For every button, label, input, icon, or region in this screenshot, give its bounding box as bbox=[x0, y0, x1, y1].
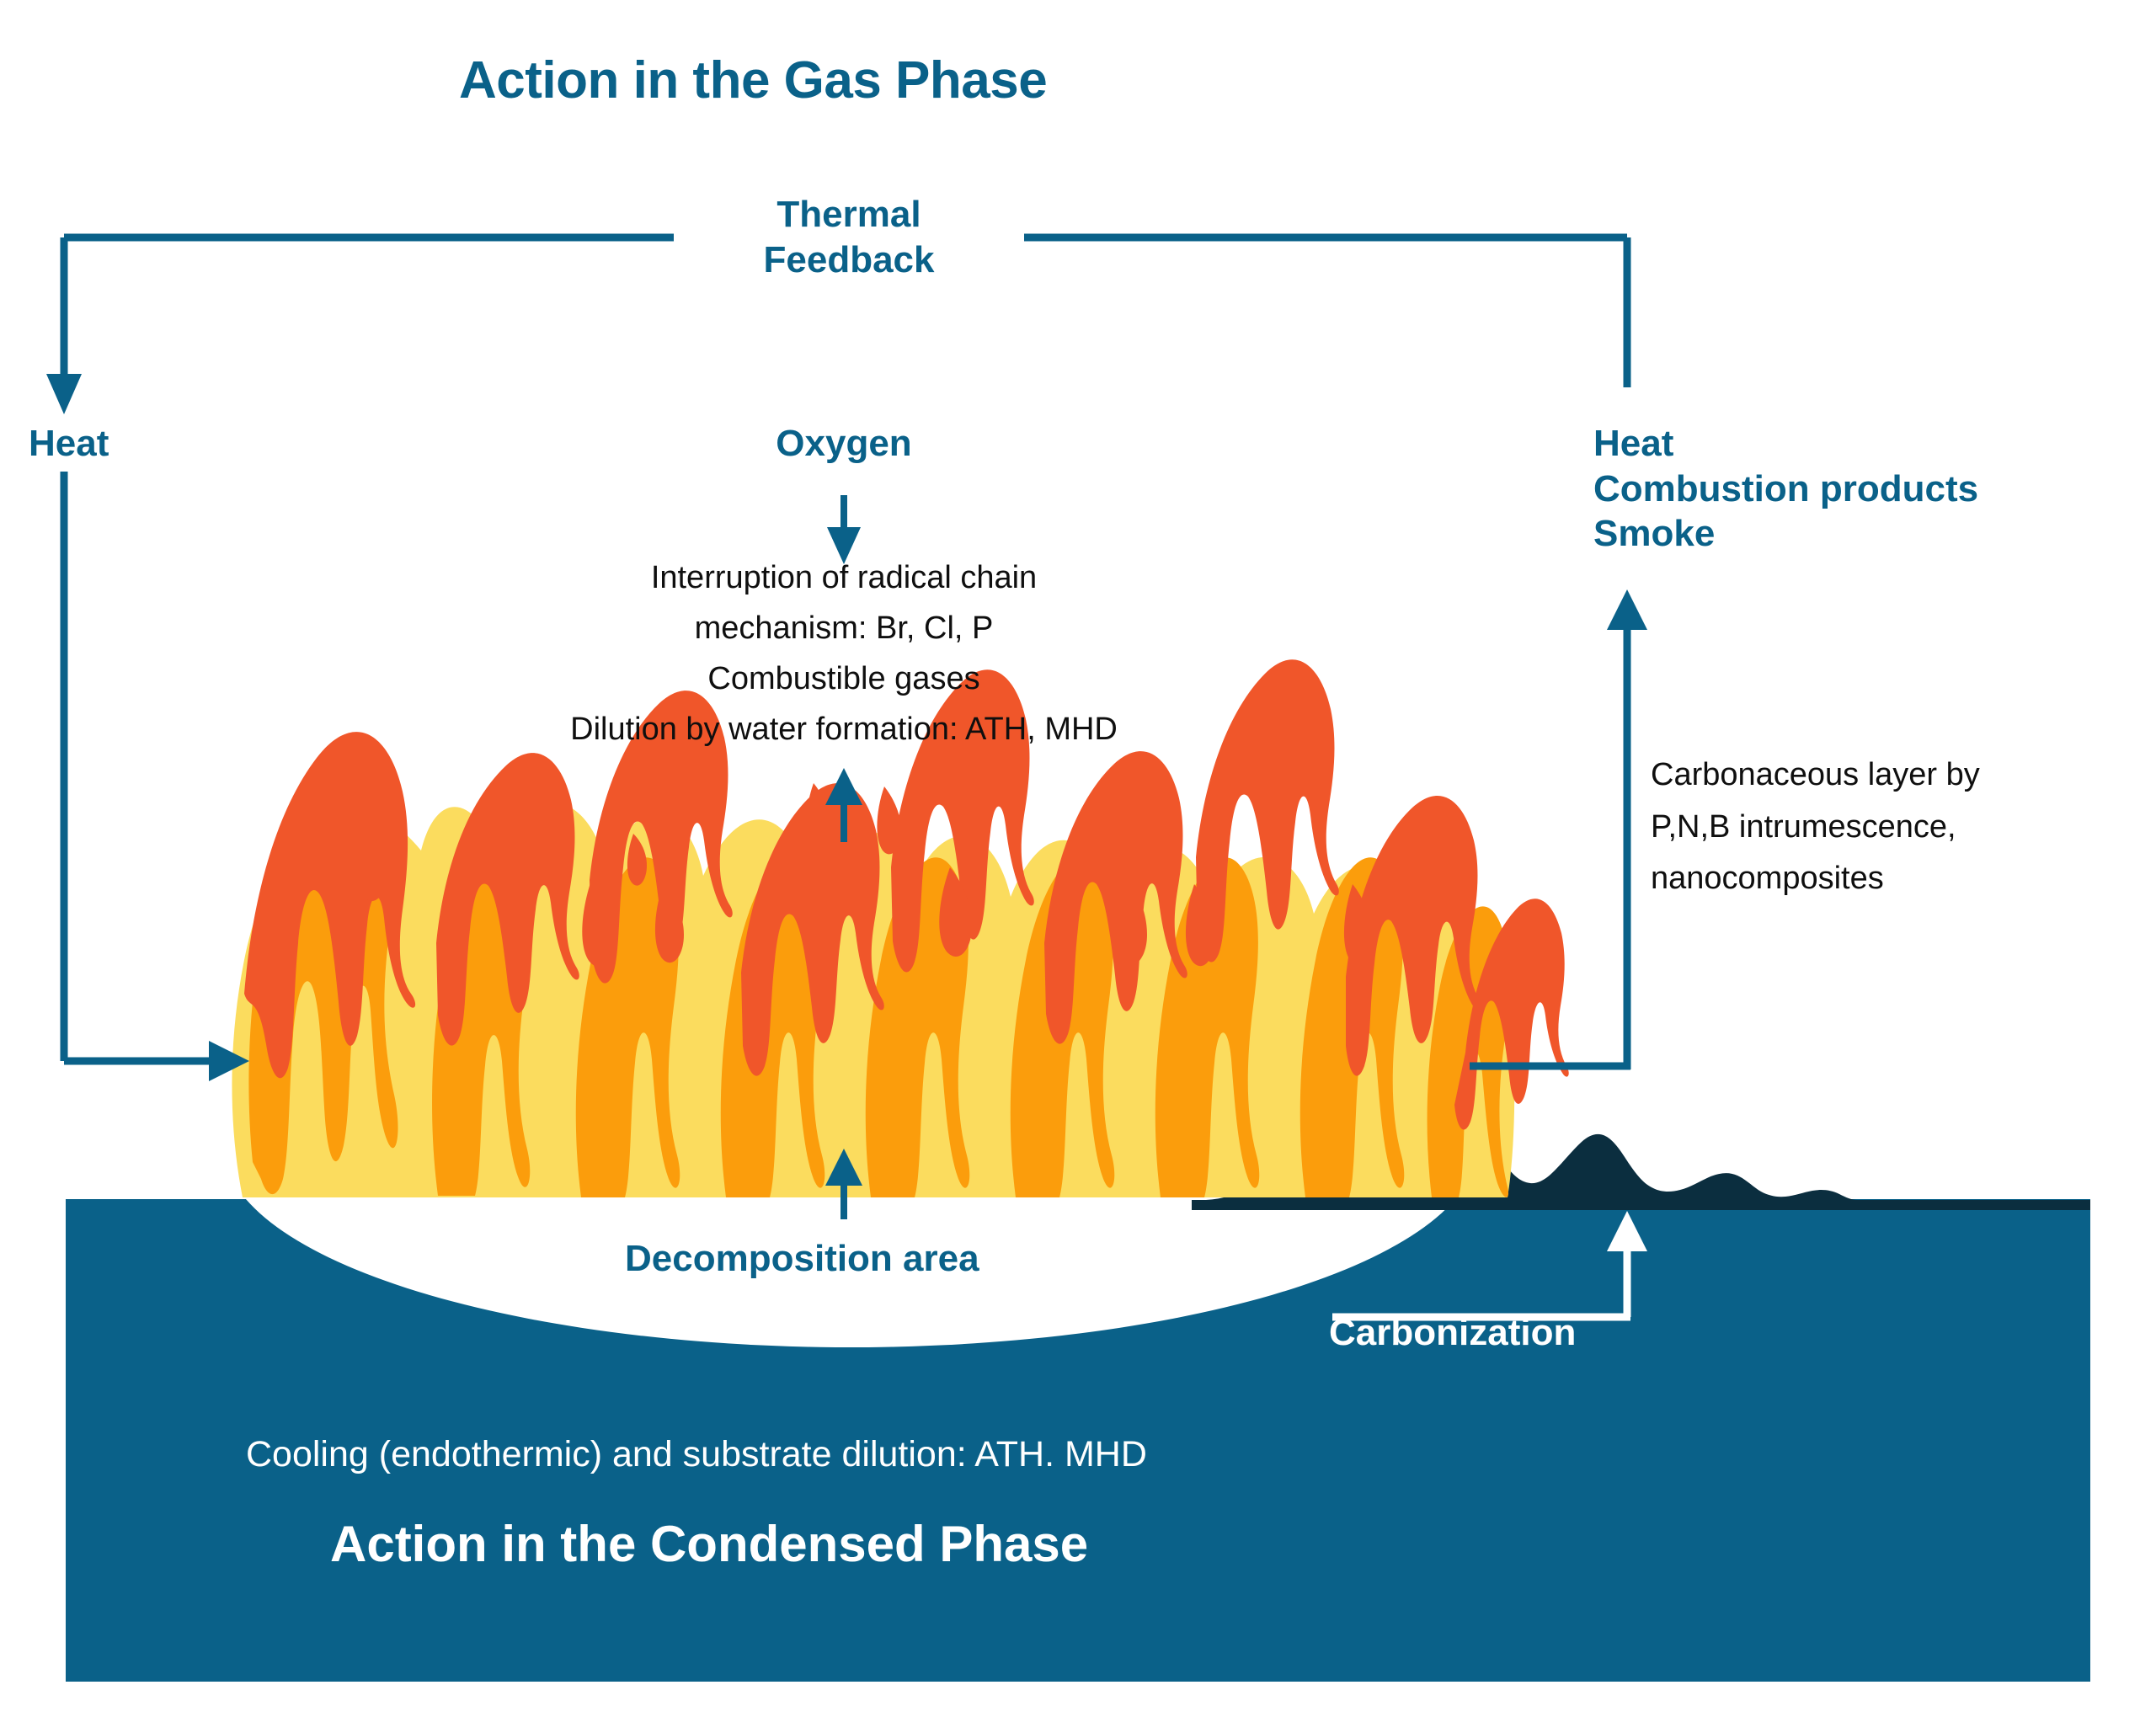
thermal-feedback-line-2: Feedback bbox=[763, 238, 935, 280]
flame-tongue-5 bbox=[877, 787, 901, 855]
flame-layer-red bbox=[244, 659, 1569, 1130]
decomposition-area-label: Decomposition area bbox=[625, 1238, 979, 1279]
carbonization-label: Carbonization bbox=[1329, 1312, 1577, 1353]
flame-tongue-3 bbox=[654, 882, 684, 963]
page-title: Action in the Gas Phase bbox=[459, 51, 1048, 109]
carbonaceous-line-2: P,N,B intrumescence, bbox=[1651, 808, 1956, 845]
arrow-up-icon bbox=[825, 1149, 862, 1186]
carbonaceous-line-3: nanocomposites bbox=[1651, 861, 1884, 897]
thermal-feedback-line-1: Thermal bbox=[776, 194, 921, 235]
flame-tongue-9 bbox=[1343, 884, 1373, 967]
flame-tongue-1 bbox=[357, 825, 386, 901]
output-line-combustion-products: Combustion products bbox=[1593, 467, 1979, 509]
flame-tongue-4 bbox=[806, 783, 830, 850]
heat-label-left: Heat bbox=[29, 423, 109, 464]
flame-layer-orange bbox=[248, 774, 1509, 1197]
condensed-phase-title: Action in the Condensed Phase bbox=[330, 1516, 1089, 1572]
arrow-down-icon bbox=[46, 374, 82, 414]
arrow-down-icon bbox=[827, 527, 861, 564]
flame-tongue-10 bbox=[1407, 893, 1437, 972]
mechanism-line-1: Interruption of radical chain bbox=[650, 560, 1038, 595]
oxygen-label: Oxygen bbox=[776, 423, 912, 464]
carbonaceous-layer-text: Carbonaceous layer by P,N,B intrumescence… bbox=[1651, 749, 2122, 905]
flame-tongue-7 bbox=[1114, 876, 1147, 966]
gas-phase-mechanism-text: Interruption of radical chain mechanism: … bbox=[473, 552, 1214, 755]
flame-tongue-8 bbox=[1185, 884, 1214, 967]
mechanism-line-2: mechanism: Br, Cl, P bbox=[694, 611, 994, 647]
output-line-smoke: Smoke bbox=[1593, 513, 1716, 555]
arrow-right-icon bbox=[209, 1041, 249, 1081]
flame-tongue-11 bbox=[285, 808, 305, 866]
carbonaceous-line-1: Carbonaceous layer by bbox=[1651, 757, 1980, 792]
mechanism-line-3: Combustible gases bbox=[707, 661, 980, 697]
flame-tongue-6 bbox=[939, 867, 972, 957]
cooling-text: Cooling (endothermic) and substrate dilu… bbox=[246, 1434, 1147, 1474]
arrow-up-icon bbox=[1607, 589, 1647, 630]
flame-tongue-12 bbox=[627, 834, 647, 886]
flame-tongue-2 bbox=[582, 876, 615, 968]
output-line-heat: Heat bbox=[1593, 423, 1674, 464]
arrow-up-icon bbox=[825, 768, 862, 805]
arrow-up-icon bbox=[1607, 1211, 1647, 1251]
mechanism-line-4: Dilution by water formation: ATH, MHD bbox=[570, 712, 1118, 748]
